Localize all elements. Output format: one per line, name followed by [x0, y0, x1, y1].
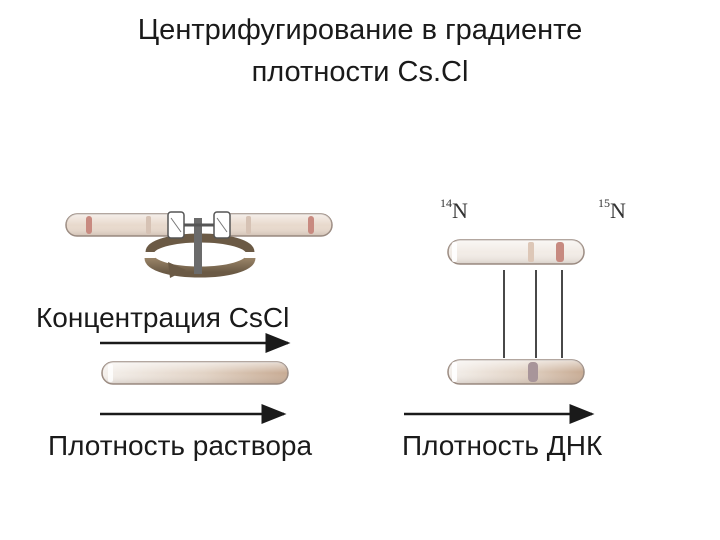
dna-tube-top — [447, 239, 585, 265]
slide-title-line2: плотности Cs.Cl — [251, 56, 469, 88]
concentration-label: Концентрация CsCl — [36, 302, 290, 333]
centrifuge — [65, 211, 333, 278]
isotope-label-15n: 15N — [598, 196, 626, 223]
gradient-test-tube-icon — [101, 361, 289, 385]
dna-band-light — [528, 242, 534, 262]
dna-density-label: Плотность ДНК — [402, 430, 603, 461]
centrifuge-tube-right — [213, 213, 333, 237]
centrifuge-spindle — [194, 218, 202, 274]
isotope-label-14n: 14N — [440, 196, 468, 223]
dna-band-mixed — [528, 362, 538, 382]
dna-tube-bottom — [447, 359, 585, 385]
slide-title-line1: Центрифугирование в градиенте — [137, 14, 583, 46]
centrifuge-tube-left — [65, 213, 185, 237]
solution-density-label: Плотность раствора — [48, 430, 313, 461]
centrifuge-rotor-icon — [167, 211, 231, 239]
dna-band-heavy — [556, 242, 564, 262]
